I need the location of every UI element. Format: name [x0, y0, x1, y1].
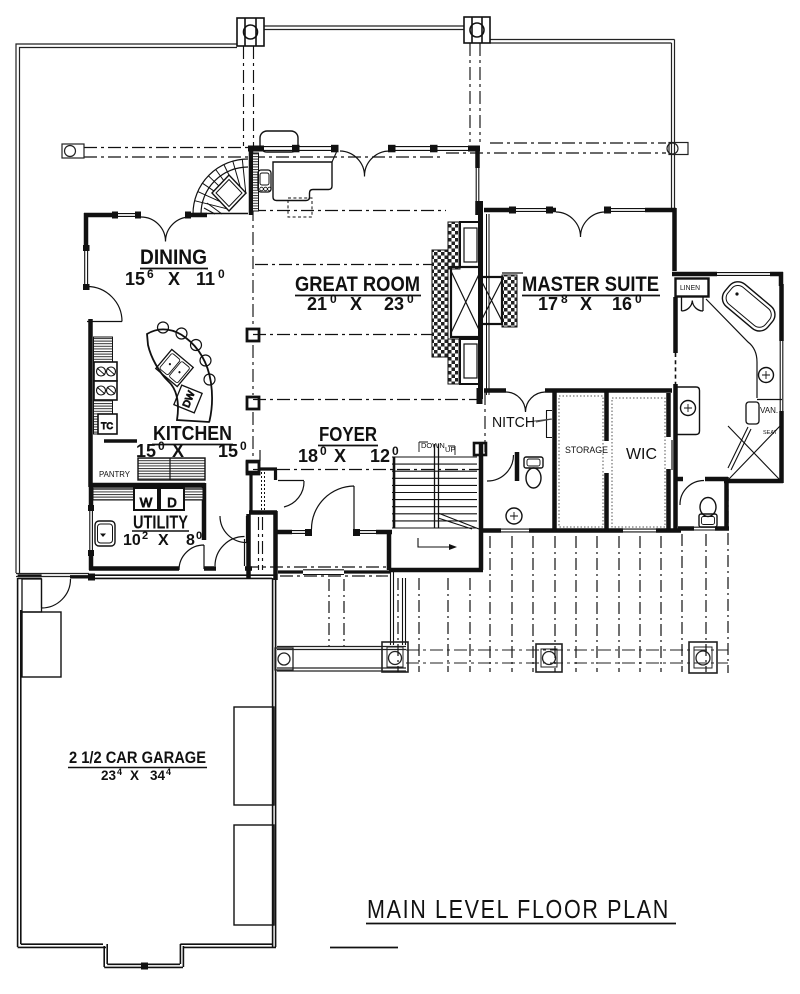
svg-text:WIC: WIC: [626, 446, 657, 463]
svg-text:21: 21: [307, 294, 327, 314]
svg-text:KITCHEN: KITCHEN: [153, 423, 232, 445]
svg-text:0: 0: [330, 292, 337, 306]
svg-text:STORAGE: STORAGE: [565, 445, 608, 455]
svg-text:0: 0: [635, 292, 642, 306]
svg-text:17: 17: [538, 294, 558, 314]
svg-text:X: X: [130, 768, 139, 783]
svg-text:4: 4: [166, 767, 171, 777]
svg-text:VAN.: VAN.: [760, 406, 778, 415]
svg-text:11: 11: [196, 269, 215, 289]
svg-text:NITCH: NITCH: [492, 414, 535, 431]
svg-text:0: 0: [320, 444, 327, 458]
svg-text:MASTER SUITE: MASTER SUITE: [522, 273, 659, 296]
svg-text:FOYER: FOYER: [319, 424, 377, 446]
svg-text:34: 34: [150, 768, 166, 783]
svg-text:UTILITY: UTILITY: [133, 513, 188, 533]
svg-text:MAIN LEVEL FLOOR PLAN: MAIN LEVEL FLOOR PLAN: [367, 894, 670, 924]
svg-text:0: 0: [218, 267, 225, 281]
svg-text:16: 16: [612, 294, 632, 314]
svg-text:DINING: DINING: [140, 246, 207, 269]
svg-text:0: 0: [407, 292, 414, 306]
svg-text:X: X: [580, 294, 592, 314]
svg-text:10: 10: [123, 532, 141, 549]
svg-text:PANTRY: PANTRY: [99, 470, 131, 479]
svg-text:D: D: [167, 495, 176, 510]
svg-text:2: 2: [142, 530, 148, 542]
svg-text:8: 8: [186, 532, 195, 549]
svg-text:18: 18: [298, 446, 318, 466]
svg-text:GREAT ROOM: GREAT ROOM: [295, 273, 420, 296]
svg-text:8: 8: [561, 292, 568, 306]
svg-text:LINEN: LINEN: [680, 285, 700, 292]
svg-text:DOWN: DOWN: [421, 441, 445, 450]
svg-text:0: 0: [196, 530, 202, 542]
svg-text:SEAT: SEAT: [763, 430, 778, 436]
svg-text:4: 4: [117, 767, 122, 777]
svg-text:X: X: [158, 532, 169, 549]
svg-text:0: 0: [392, 444, 399, 458]
svg-text:23: 23: [101, 768, 117, 783]
svg-text:W: W: [140, 495, 153, 510]
svg-text:X: X: [172, 441, 184, 461]
svg-text:0: 0: [240, 439, 247, 453]
svg-text:0: 0: [158, 439, 165, 453]
svg-text:15: 15: [218, 441, 238, 461]
svg-text:X: X: [334, 446, 346, 466]
svg-text:TC: TC: [101, 421, 113, 431]
svg-text:X: X: [350, 294, 362, 314]
svg-text:UP: UP: [445, 445, 455, 454]
svg-text:15: 15: [125, 269, 145, 289]
svg-text:6: 6: [147, 267, 154, 281]
svg-text:23: 23: [384, 294, 404, 314]
svg-text:15: 15: [136, 441, 156, 461]
svg-text:12: 12: [370, 446, 390, 466]
svg-text:X: X: [168, 269, 180, 289]
svg-text:2 1/2 CAR GARAGE: 2 1/2 CAR GARAGE: [69, 749, 206, 767]
